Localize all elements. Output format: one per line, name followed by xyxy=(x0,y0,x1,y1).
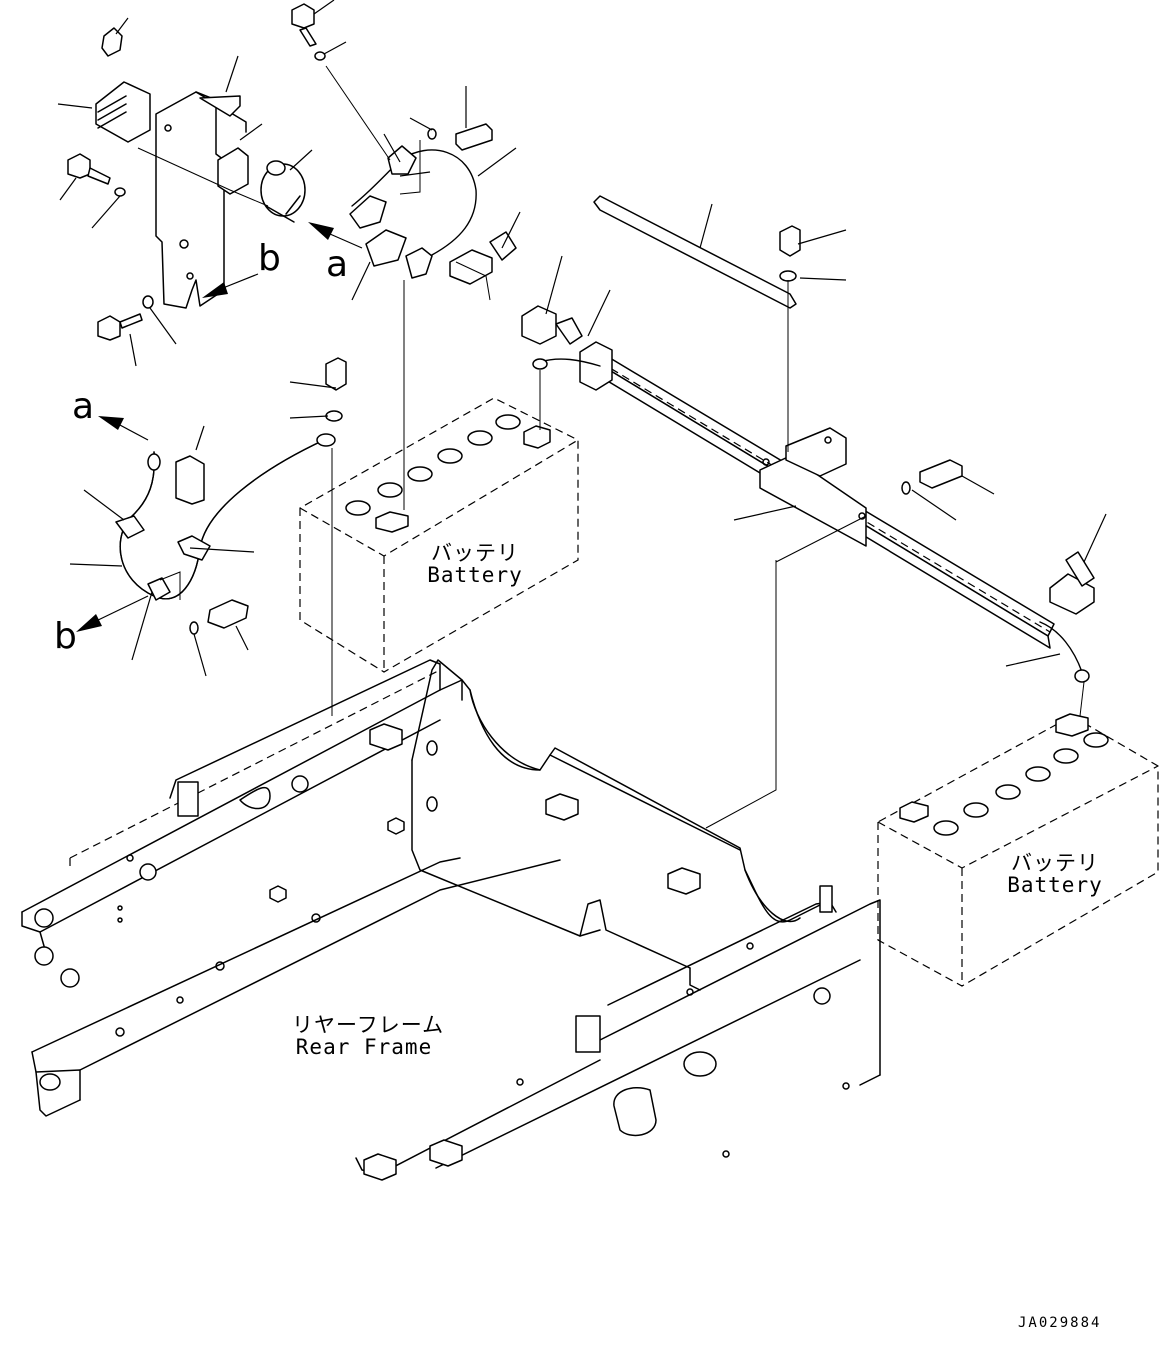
drawing-code: JA029884 xyxy=(1018,1315,1102,1331)
frame-tab xyxy=(545,793,579,821)
battery-relay-assembly xyxy=(67,3,326,341)
battery-left-label-en: Battery xyxy=(427,563,523,588)
relay-bracket xyxy=(155,91,225,309)
battery-cable-left xyxy=(115,357,347,635)
cable-terminal-ring xyxy=(532,358,548,370)
hold-down-strap xyxy=(593,195,797,309)
frame-bushing xyxy=(34,946,54,966)
ref-a-left: a xyxy=(72,386,95,427)
battery-right-label-jp: バッテリ xyxy=(1011,851,1099,875)
bolt xyxy=(67,153,91,179)
cable-terminal xyxy=(349,195,387,229)
frame-tab xyxy=(429,1139,463,1167)
battery-right xyxy=(877,713,1159,987)
battery-left xyxy=(299,397,579,673)
relay-cover xyxy=(95,81,151,143)
bolt xyxy=(291,3,315,29)
arrow-b-icon xyxy=(76,614,102,632)
battery-left-label: バッテリ Battery xyxy=(420,542,530,586)
battery-right-label: バッテリ Battery xyxy=(1000,852,1110,896)
cable-clip xyxy=(387,145,417,175)
terminal-boot xyxy=(175,455,205,505)
relay-cable xyxy=(349,123,801,285)
cable-terminal xyxy=(405,247,433,279)
frame-bushing xyxy=(613,1086,657,1137)
battery-cable-right xyxy=(521,305,1095,683)
rear-frame-label: リヤーフレーム Rear Frame xyxy=(292,1013,445,1060)
frame-bracket xyxy=(177,781,199,817)
cable-terminal-ring xyxy=(1074,669,1090,683)
ref-b-left: b xyxy=(54,616,77,657)
frame-tab xyxy=(667,867,701,895)
cable-terminal-ring xyxy=(147,453,161,471)
bolt xyxy=(919,459,963,489)
assembly-lines xyxy=(57,0,1107,829)
washer xyxy=(427,128,437,140)
bolt xyxy=(97,315,121,341)
hold-down-clamp xyxy=(759,455,867,547)
rear-frame-label-en: Rear Frame xyxy=(295,1035,433,1060)
battery-right-label-en: Battery xyxy=(1007,873,1103,898)
bolt xyxy=(325,357,347,391)
ref-a-top: a xyxy=(326,244,349,285)
arrow-a-icon xyxy=(308,222,334,240)
clamp-bolt xyxy=(901,459,963,495)
terminal-boot xyxy=(365,229,407,267)
battery-terminal-minus xyxy=(899,801,929,823)
washer xyxy=(901,481,911,495)
battery-terminal-plus xyxy=(1055,713,1089,737)
frame-bushing xyxy=(60,968,80,988)
rear-frame xyxy=(21,659,881,1181)
frame-bushing xyxy=(291,775,309,793)
rear-frame-label-jp: リヤーフレーム xyxy=(292,1013,445,1037)
frame-bracket xyxy=(575,1015,601,1053)
arrow-a-icon xyxy=(98,416,124,430)
bolt xyxy=(207,599,249,629)
reference-arrows xyxy=(76,222,363,632)
ref-b-top: b xyxy=(258,238,281,279)
battery-cell-caps xyxy=(345,414,521,516)
cable-terminal-ring xyxy=(316,433,336,447)
washer xyxy=(314,51,326,61)
bolt xyxy=(455,123,493,151)
battery-hold-down xyxy=(579,195,1055,649)
bolt xyxy=(101,27,123,57)
arrow-b-icon xyxy=(202,282,228,298)
washer xyxy=(325,410,343,422)
battery-terminal-minus xyxy=(375,511,409,533)
washer xyxy=(114,187,126,197)
terminal-cover xyxy=(521,305,557,345)
bolt xyxy=(779,225,801,257)
battery-cell-caps xyxy=(933,732,1109,836)
washer xyxy=(142,295,154,309)
terminal-cover xyxy=(449,249,493,285)
frame-tab xyxy=(369,723,403,751)
frame-tab xyxy=(363,1153,397,1181)
cable-clip xyxy=(147,577,171,601)
washer xyxy=(779,270,797,282)
cable-clip xyxy=(115,515,145,539)
battery-left-label-jp: バッテリ xyxy=(431,541,519,565)
frame-bushing xyxy=(139,863,157,881)
relay-gasket xyxy=(217,147,249,195)
battery-terminal-plus xyxy=(523,425,551,449)
frame-bushing xyxy=(34,908,54,928)
washer xyxy=(189,621,199,635)
